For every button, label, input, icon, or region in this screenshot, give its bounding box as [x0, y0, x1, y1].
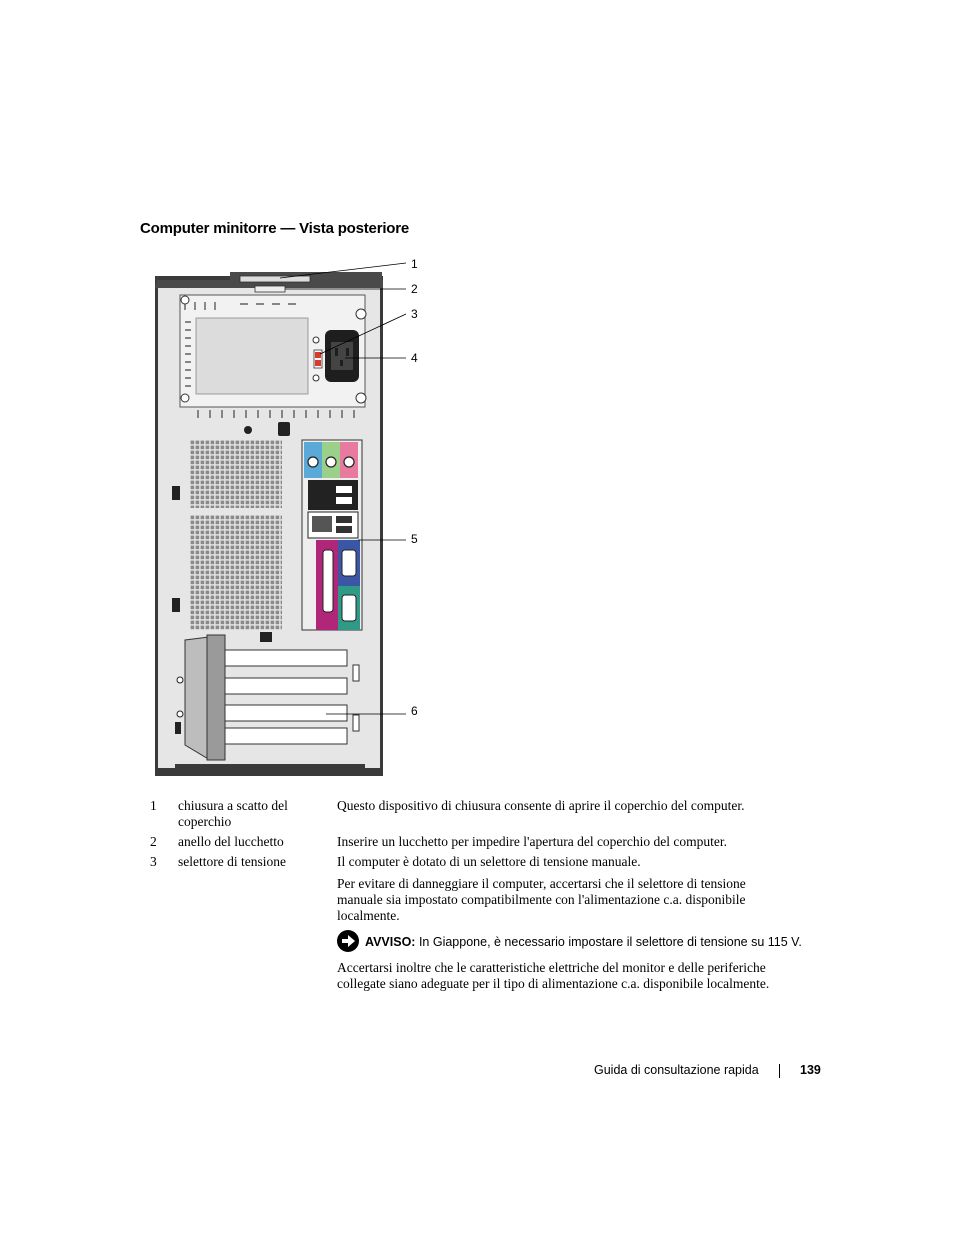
notice-arrow-icon	[337, 930, 359, 955]
row-term: selettore di tensione	[178, 854, 286, 869]
row-term: anello del lucchetto	[178, 834, 284, 849]
callout-4: 4	[411, 351, 418, 365]
voltage-paragraph: Per evitare di danneggiare il computer, …	[337, 876, 746, 923]
row-number: 2	[150, 834, 157, 849]
notice-label: AVVISO:	[365, 934, 416, 949]
row-number: 1	[150, 798, 157, 813]
callout-5: 5	[411, 532, 418, 546]
computer-rear-view-illustration	[155, 262, 407, 776]
notice-block: AVVISO: In Giappone, è necessario impost…	[337, 930, 817, 955]
callout-2: 2	[411, 282, 418, 296]
section-title: Computer minitorre — Vista posteriore	[140, 220, 410, 237]
row-description: Inserire un lucchetto per impedire l'ape…	[337, 834, 728, 849]
footer-divider	[779, 1064, 780, 1078]
callout-3: 3	[411, 307, 418, 321]
electrical-paragraph: Accertarsi inoltre che le caratteristich…	[337, 960, 770, 991]
notice-text: In Giappone, è necessario impostare il s…	[415, 934, 802, 949]
row-description: Il computer è dotato di un selettore di …	[337, 854, 641, 869]
row-term: chiusura a scatto del coperchio	[178, 798, 288, 829]
footer-title: Guida di consultazione rapida	[594, 1063, 759, 1077]
callout-1: 1	[411, 257, 418, 271]
callout-6: 6	[411, 704, 418, 718]
page-number: 139	[800, 1063, 821, 1077]
row-description: Questo dispositivo di chiusura consente …	[337, 798, 745, 813]
row-number: 3	[150, 854, 157, 869]
